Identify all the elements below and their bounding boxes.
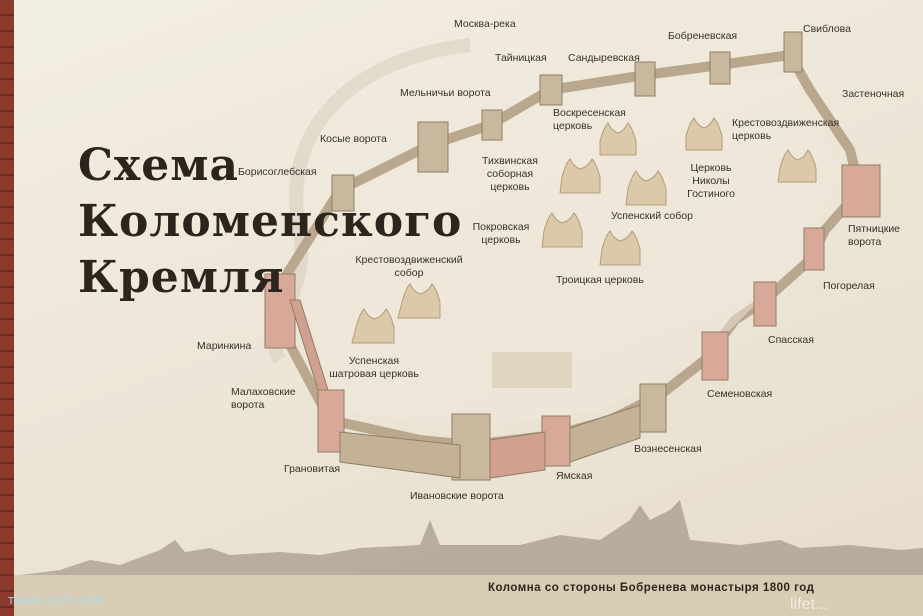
towers [264, 31, 881, 481]
tower-spasskaya [753, 281, 777, 327]
tower-borisoglebskaya [331, 174, 355, 212]
church-icon [351, 308, 395, 344]
ground-strip [14, 575, 923, 616]
tower-pogorelaya [803, 227, 825, 271]
label-sandyrevskaya: Сандыревская [568, 52, 640, 64]
brick-wall-edge [0, 0, 14, 616]
tower-melnichi [481, 109, 503, 141]
label-troitskaya: Троицкая церковь [556, 274, 644, 286]
wall-segment-west [289, 299, 329, 391]
label-granovitaya: Грановитая [284, 463, 341, 475]
watermark-left: TRAVEL-FOTO.INFO [8, 596, 104, 607]
wall-segment-southeast [569, 404, 641, 463]
label-pogorelaya: Погорелая [823, 280, 875, 292]
label-kosye-vorota: Косые ворота [320, 133, 387, 145]
tower-kosye [417, 121, 449, 173]
label-borisoglebskaya: Борисоглебская [238, 166, 317, 178]
map-title: Схема Коломенского Кремля [78, 138, 462, 306]
wall-segment-south [489, 431, 546, 479]
church-icon [599, 122, 637, 156]
tower-bobrenevskaya [709, 51, 731, 85]
tower-svibla [783, 31, 803, 73]
label-ivanovskie-vorota: Ивановские ворота [410, 490, 504, 502]
label-zastenochnaya: Застеночная [842, 88, 905, 100]
tower-yamskaya [541, 415, 571, 467]
map-title-line-1: Схема [78, 140, 239, 191]
tower-voznesenskaya [639, 383, 667, 433]
church-icon [599, 230, 641, 266]
church-icon [685, 117, 723, 151]
watermark-right: lifet... [790, 596, 829, 613]
label-spasskaya: Спасская [768, 334, 814, 346]
church-icon [541, 212, 583, 248]
label-tainitskaya: Тайницкая [495, 52, 547, 64]
tower-semenovskaya [701, 331, 729, 381]
map-title-line-2: Коломенского [78, 196, 463, 247]
label-voznesenskaya: Вознесенская [634, 443, 702, 455]
label-semenovskaya: Семеновская [707, 388, 773, 400]
tower-pyatnitskie [841, 164, 881, 218]
church-icon [777, 149, 817, 183]
wall-segment-southwest [339, 431, 461, 479]
label-uspensky-sobor: Успенский собор [611, 210, 693, 222]
church-icons [351, 117, 817, 344]
smudge [492, 352, 572, 388]
church-icon [397, 283, 441, 319]
label-marinkina: Маринкина [197, 340, 252, 352]
label-yamskaya: Ямская [556, 470, 593, 482]
tower-tainitskaya [539, 74, 563, 106]
church-icon [625, 170, 667, 206]
wall-segments [289, 299, 641, 479]
skyline-caption: Коломна со стороны Бобренева монастыря 1… [488, 582, 815, 594]
tower-sandyrevskaya [634, 61, 656, 97]
label-sviblova: Свиблова [803, 23, 851, 35]
label-melnichi-vorota: Мельничьи ворота [400, 87, 491, 99]
church-icon [559, 158, 601, 194]
map-title-line-3: Кремля [78, 252, 285, 303]
label-moskva-reka: Москва-река [454, 18, 516, 30]
label-bobrenevskaya: Бобреневская [668, 30, 738, 42]
